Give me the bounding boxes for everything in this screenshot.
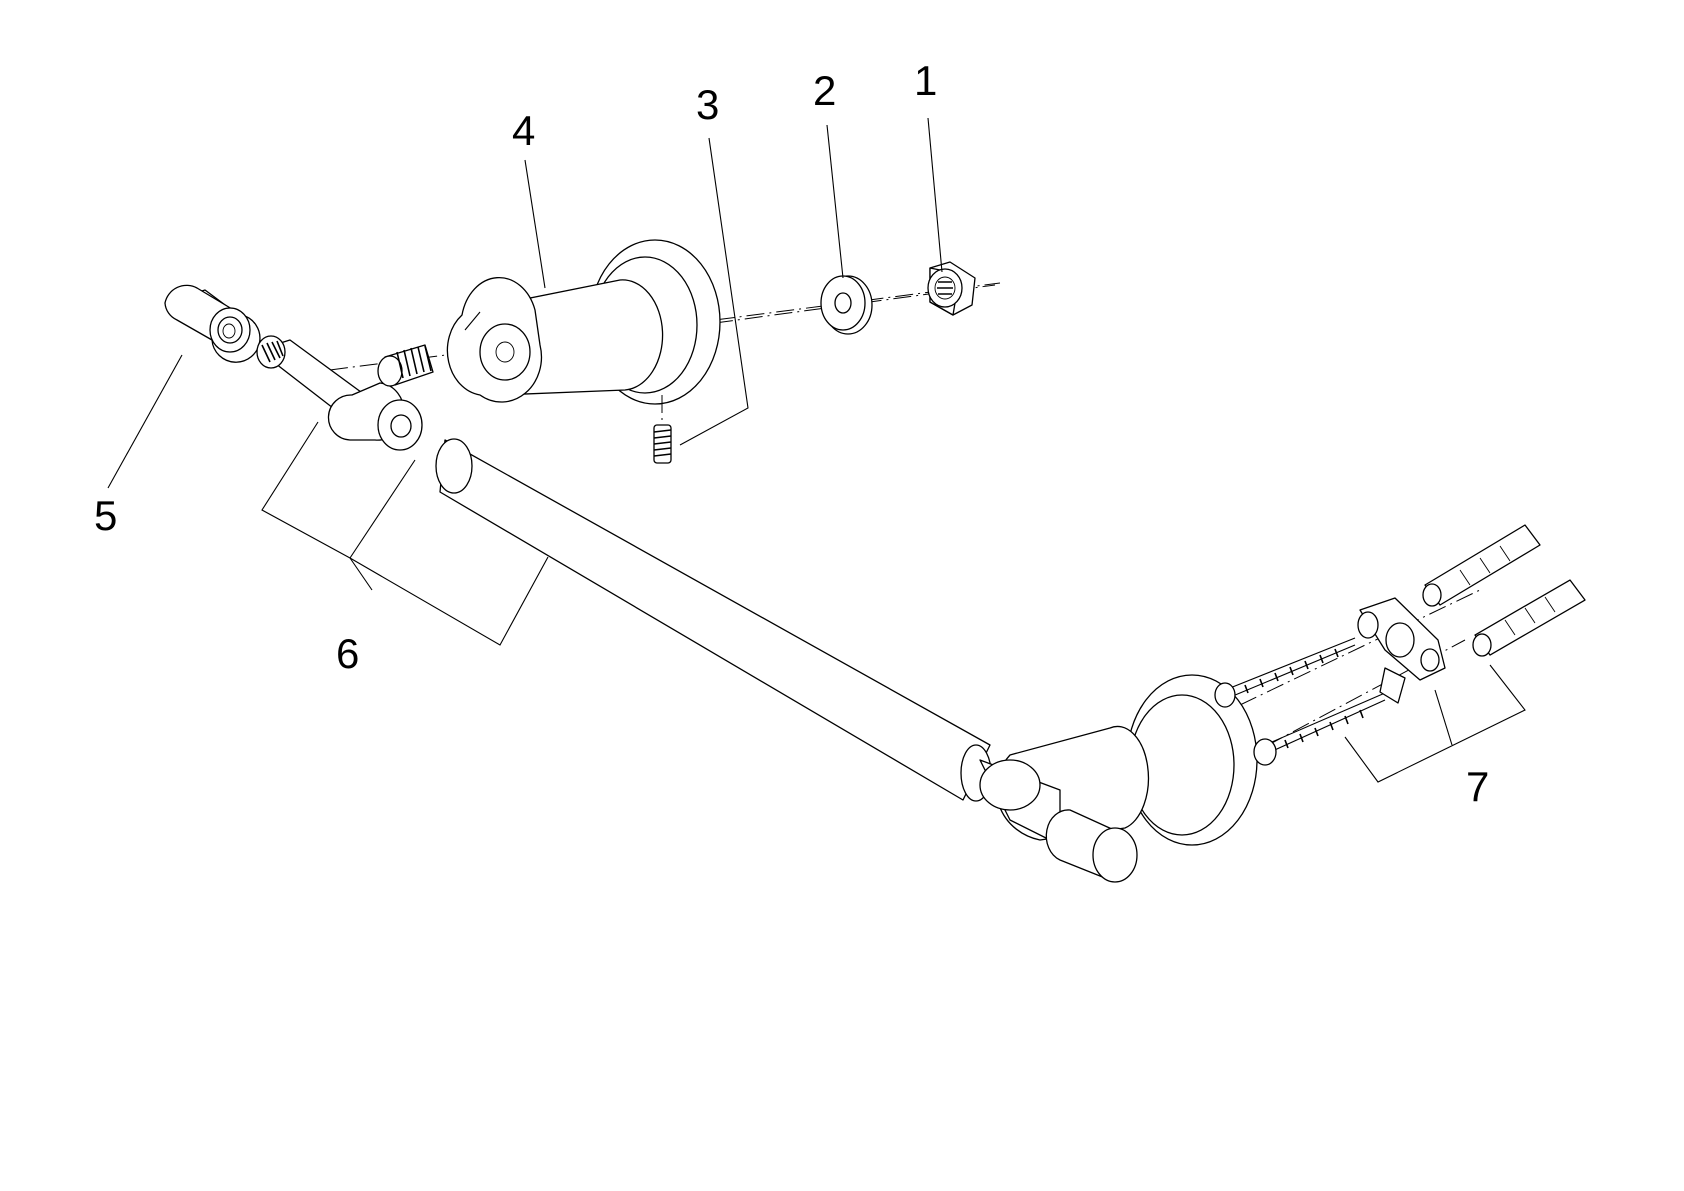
leader-6b [349,557,373,591]
threaded-stud-part [377,344,434,387]
leader-4 [524,159,546,289]
long-rod-part [435,438,992,802]
nut-axis-line [714,284,996,324]
callout-3: 3 [696,81,720,128]
upper-bracket-part [446,239,721,405]
callout-2: 2 [813,67,837,114]
leader-6a [349,459,416,559]
leader-2 [826,124,844,279]
leader-5 [107,354,183,489]
washer-part [820,275,873,335]
callout-6: 6 [336,630,360,677]
leader-1 [927,117,943,273]
screw-axis-upper [1239,589,1481,706]
threaded-insert-part [256,335,423,451]
callout-7: 7 [1466,763,1490,810]
end-cap-part [164,284,261,363]
set-screw-part [653,395,672,464]
lower-bracket-part [979,674,1258,883]
leader-3 [679,137,749,446]
hex-nut-part [927,261,976,316]
leader-7 [1434,689,1453,746]
callout-1: 1 [914,57,938,104]
callout-5: 5 [94,492,118,539]
callout-4: 4 [512,107,536,154]
bracket-6 [261,421,549,646]
mounting-kit-part [1214,524,1586,766]
bracket-7 [1344,664,1526,783]
